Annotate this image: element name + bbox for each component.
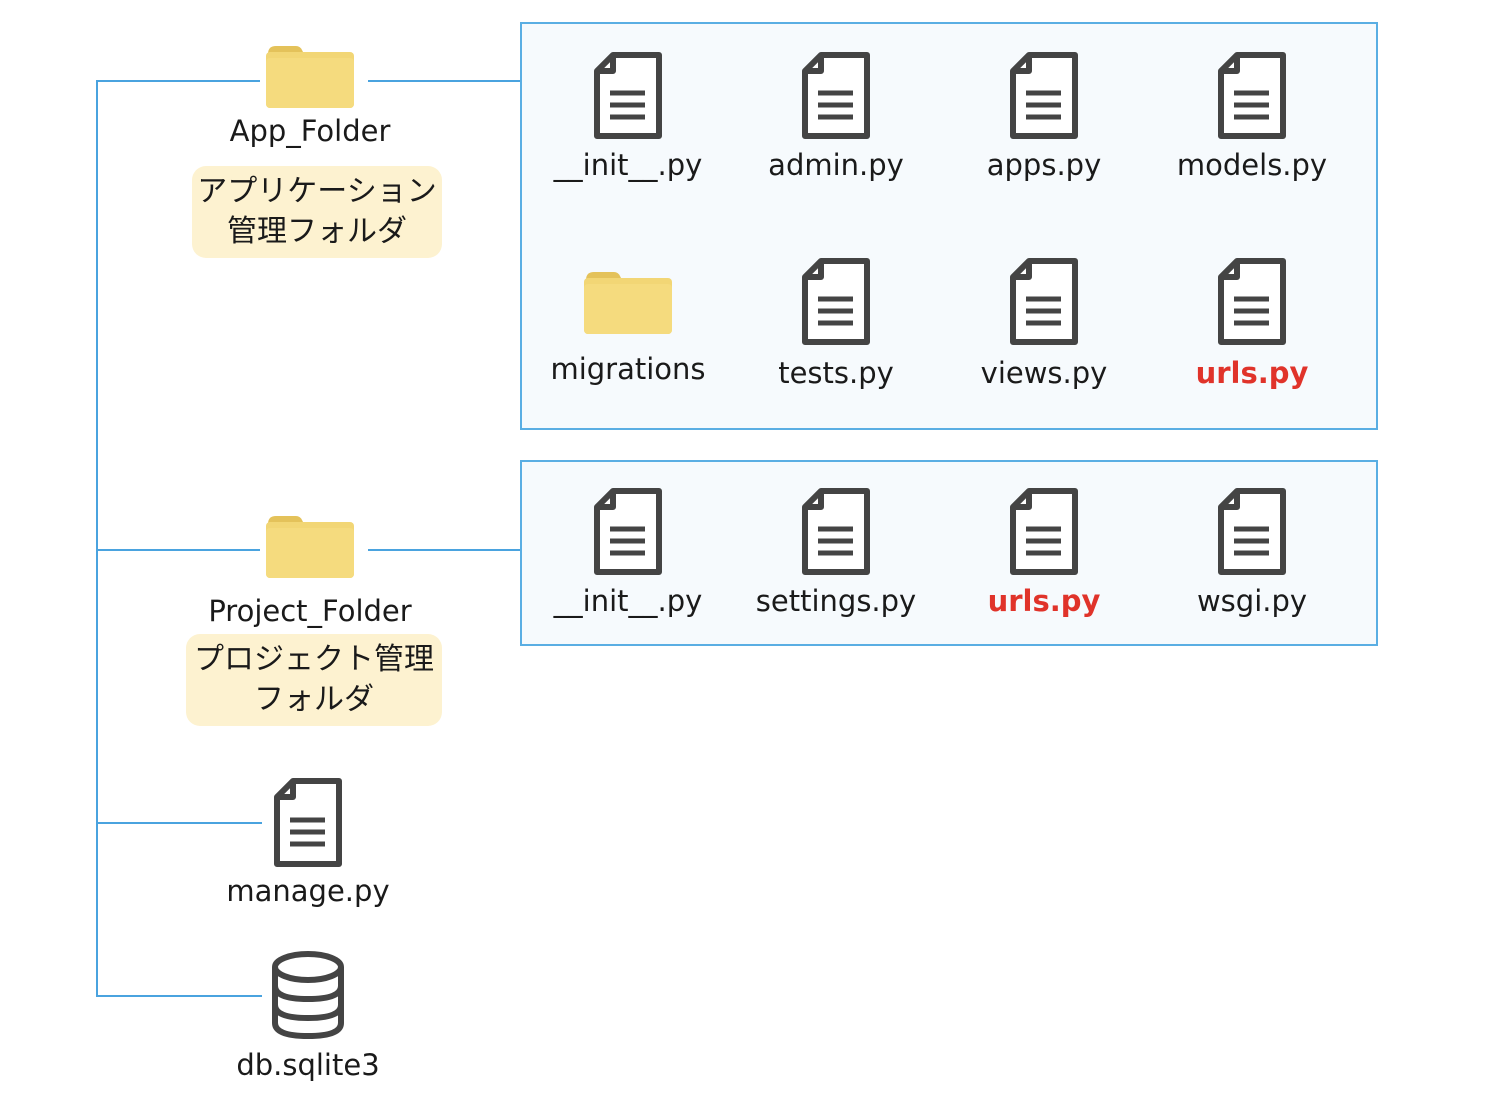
app-file-views[interactable]: views.py [924, 258, 1164, 390]
file-icon [594, 488, 662, 575]
database-icon [272, 951, 344, 1040]
app-folder-item[interactable]: App_Folder [190, 42, 430, 148]
file-label: admin.py [768, 148, 904, 182]
app-folder-note: アプリケーション 管理フォルダ [192, 166, 442, 258]
file-icon [1218, 488, 1286, 575]
file-label-highlighted: urls.py [1195, 356, 1309, 390]
manage-py-label: manage.py [226, 874, 390, 908]
file-icon [274, 778, 342, 867]
app-file-apps[interactable]: apps.py [924, 52, 1164, 182]
app-folder-label: App_Folder [229, 114, 391, 148]
app-folder-migrations[interactable]: migrations [508, 268, 748, 386]
db-sqlite3-label: db.sqlite3 [236, 1048, 380, 1082]
file-icon [802, 488, 870, 575]
file-label: settings.py [755, 584, 917, 618]
manage-py-item[interactable]: manage.py [188, 778, 428, 908]
file-label: models.py [1176, 148, 1328, 182]
connector-app-to-panel [368, 80, 520, 82]
connector-app-folder [96, 80, 260, 82]
file-icon [1218, 52, 1286, 139]
file-label: tests.py [778, 356, 894, 390]
connector-db [96, 995, 262, 997]
file-label: wsgi.py [1196, 584, 1308, 618]
file-icon [802, 258, 870, 345]
project-file-settings[interactable]: settings.py [716, 488, 956, 618]
project-folder-note: プロジェクト管理 フォルダ [186, 634, 442, 726]
project-file-urls[interactable]: urls.py [924, 488, 1164, 618]
file-label: migrations [550, 352, 706, 386]
file-label: __init__.py [553, 584, 703, 618]
file-icon [1010, 52, 1078, 139]
project-file-init[interactable]: __init__.py [508, 488, 748, 618]
app-file-urls[interactable]: urls.py [1132, 258, 1372, 390]
file-label-highlighted: urls.py [987, 584, 1101, 618]
db-sqlite3-item[interactable]: db.sqlite3 [188, 950, 428, 1082]
app-file-models[interactable]: models.py [1132, 52, 1372, 182]
file-icon [802, 52, 870, 139]
file-icon [1218, 258, 1286, 345]
connector-project-folder [96, 549, 260, 551]
file-icon [594, 52, 662, 139]
file-label: views.py [980, 356, 1108, 390]
folder-icon [266, 516, 354, 578]
folder-icon [584, 272, 672, 334]
project-file-wsgi[interactable]: wsgi.py [1132, 488, 1372, 618]
file-label: __init__.py [553, 148, 703, 182]
connector-project-to-panel [368, 549, 520, 551]
app-file-tests[interactable]: tests.py [716, 258, 956, 390]
tree-trunk-line [96, 80, 98, 996]
connector-manage [96, 822, 262, 824]
file-label: apps.py [986, 148, 1102, 182]
file-icon [1010, 488, 1078, 575]
app-file-init[interactable]: __init__.py [508, 52, 748, 182]
folder-icon [266, 46, 354, 108]
app-file-admin[interactable]: admin.py [716, 52, 956, 182]
file-icon [1010, 258, 1078, 345]
project-folder-label: Project_Folder [208, 594, 412, 628]
project-folder-item[interactable]: Project_Folder [190, 512, 430, 628]
